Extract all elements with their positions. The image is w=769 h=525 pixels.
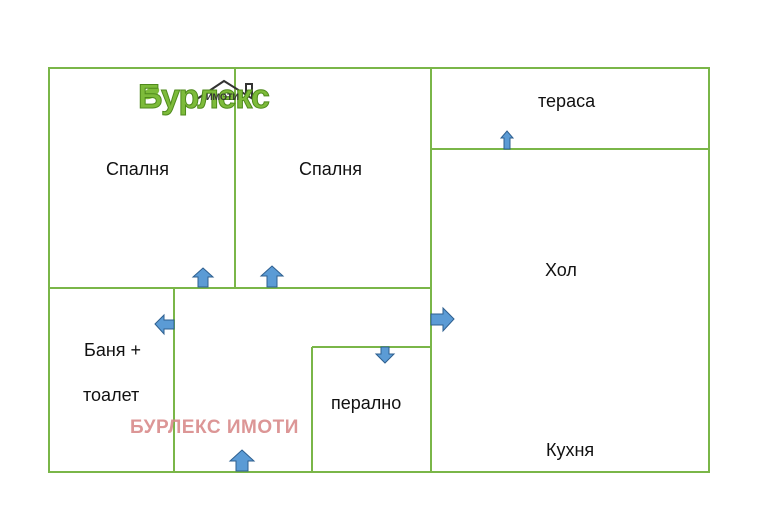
room-label-laundry: перално [331,393,402,413]
room-label-terrace: тераса [538,91,596,111]
arrow-up-icon [191,267,215,288]
arrow-down-icon [374,346,396,364]
walls [48,67,710,473]
watermark-text: БУРЛЕКС ИМОТИ [130,417,299,438]
arrow-up-icon [499,130,515,150]
room-label-bedroom-1: Спалня [106,159,169,179]
logo-wordmark: Бурлекс [138,78,271,116]
logo-subtitle: ИМОТИ [206,92,239,102]
arrow-up-icon [228,449,256,472]
arrow-left-icon [154,313,175,336]
outer-wall [48,67,710,473]
door-arrows [154,130,515,472]
arrow-right-icon [430,306,455,333]
room-label-bathroom-line2: тоалет [83,385,140,405]
roof-logo-mark [193,79,257,102]
room-label-kitchen: Кухня [546,440,595,460]
arrow-up-icon [259,265,285,288]
leaf-icon [142,86,160,100]
room-label-bathroom-line1: Баня + [84,340,142,360]
room-label-hall: Хол [545,260,577,280]
room-label-bedroom-2: Спалня [299,159,362,179]
